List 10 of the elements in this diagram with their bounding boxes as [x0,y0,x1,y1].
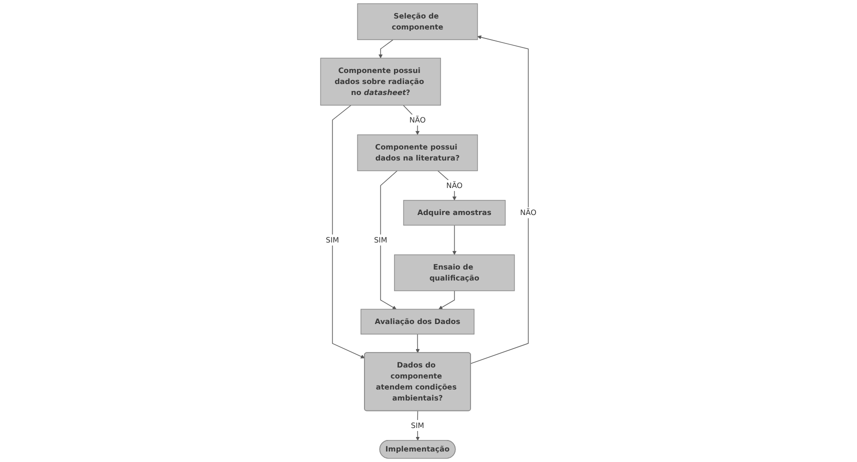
arrow [452,224,456,255]
arrow [470,35,529,364]
arrow [437,170,456,200]
arrow [402,104,420,135]
arrow [416,334,420,354]
arrow [380,170,398,310]
arrow [378,39,394,58]
arrow [438,290,455,310]
arrow [416,410,420,441]
arrow [332,104,365,358]
